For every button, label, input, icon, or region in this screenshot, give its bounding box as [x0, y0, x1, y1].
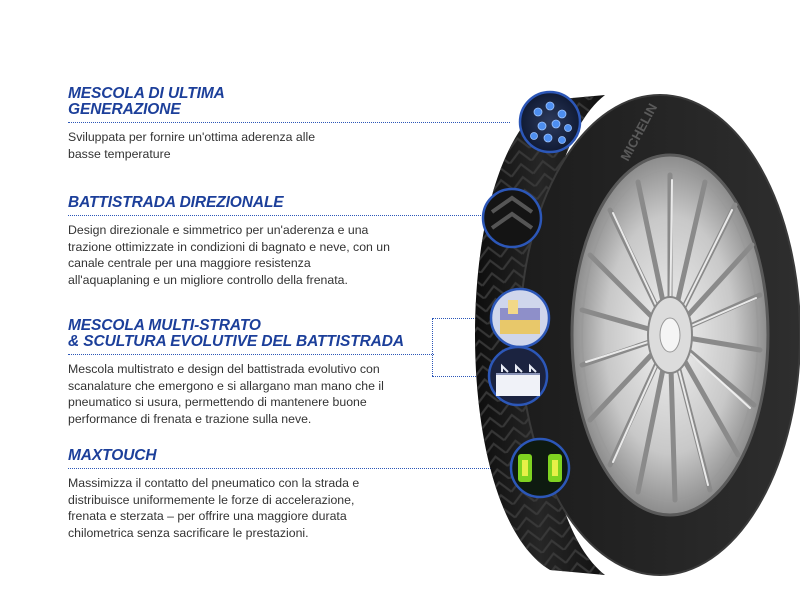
- dotted-leader-line: [68, 354, 434, 355]
- evolving-sipes-icon: [487, 345, 549, 407]
- maxtouch-contact-icon: [509, 437, 571, 499]
- dotted-leader-line: [68, 122, 510, 123]
- feature-title: BATTISTRADA DIREZIONALE: [68, 195, 408, 211]
- title-line: MESCOLA DI ULTIMA: [68, 85, 225, 102]
- title-line: MESCOLA MULTI-STRATO: [68, 317, 261, 334]
- feature-description: Mescola multistrato e design del battist…: [68, 362, 384, 426]
- title-line: & SCULTURA EVOLUTIVE DEL BATTISTRADA: [68, 333, 404, 350]
- dotted-connector-bottom: [432, 376, 490, 377]
- dotted-connector-top: [432, 318, 490, 319]
- directional-tread-icon: [481, 187, 543, 249]
- feature-title: MESCOLA MULTI-STRATO & SCULTURA EVOLUTIV…: [68, 318, 408, 350]
- title-line: GENERAZIONE: [68, 101, 181, 118]
- feature-title: MAXTOUCH: [68, 448, 408, 464]
- dotted-connector-vertical: [432, 318, 433, 376]
- feature-description: Sviluppata per fornire un'ottima aderenz…: [68, 130, 316, 161]
- dotted-leader-line: [68, 215, 481, 216]
- feature-title: MESCOLA DI ULTIMA GENERAZIONE: [68, 86, 408, 118]
- feature-description: Design direzionale e simmetrico per un'a…: [68, 223, 390, 287]
- feature-latest-compound: MESCOLA DI ULTIMA GENERAZIONE Sviluppata…: [68, 86, 510, 162]
- tyre-illustration: MICHELIN: [430, 70, 800, 599]
- title-line: MAXTOUCH: [68, 447, 157, 464]
- feature-maxtouch: MAXTOUCH Massimizza il contatto del pneu…: [68, 448, 505, 541]
- tyre-svg: MICHELIN: [475, 90, 800, 576]
- multi-layer-compound-icon: [489, 287, 551, 349]
- dotted-leader-line: [68, 468, 505, 469]
- feature-directional-tread: BATTISTRADA DIREZIONALE Design direziona…: [68, 195, 481, 288]
- feature-multi-layer-compound: MESCOLA MULTI-STRATO & SCULTURA EVOLUTIV…: [68, 318, 434, 427]
- title-line: BATTISTRADA DIREZIONALE: [68, 194, 284, 211]
- feature-description: Massimizza il contatto del pneumatico co…: [68, 476, 360, 540]
- compound-molecule-icon: [518, 90, 582, 154]
